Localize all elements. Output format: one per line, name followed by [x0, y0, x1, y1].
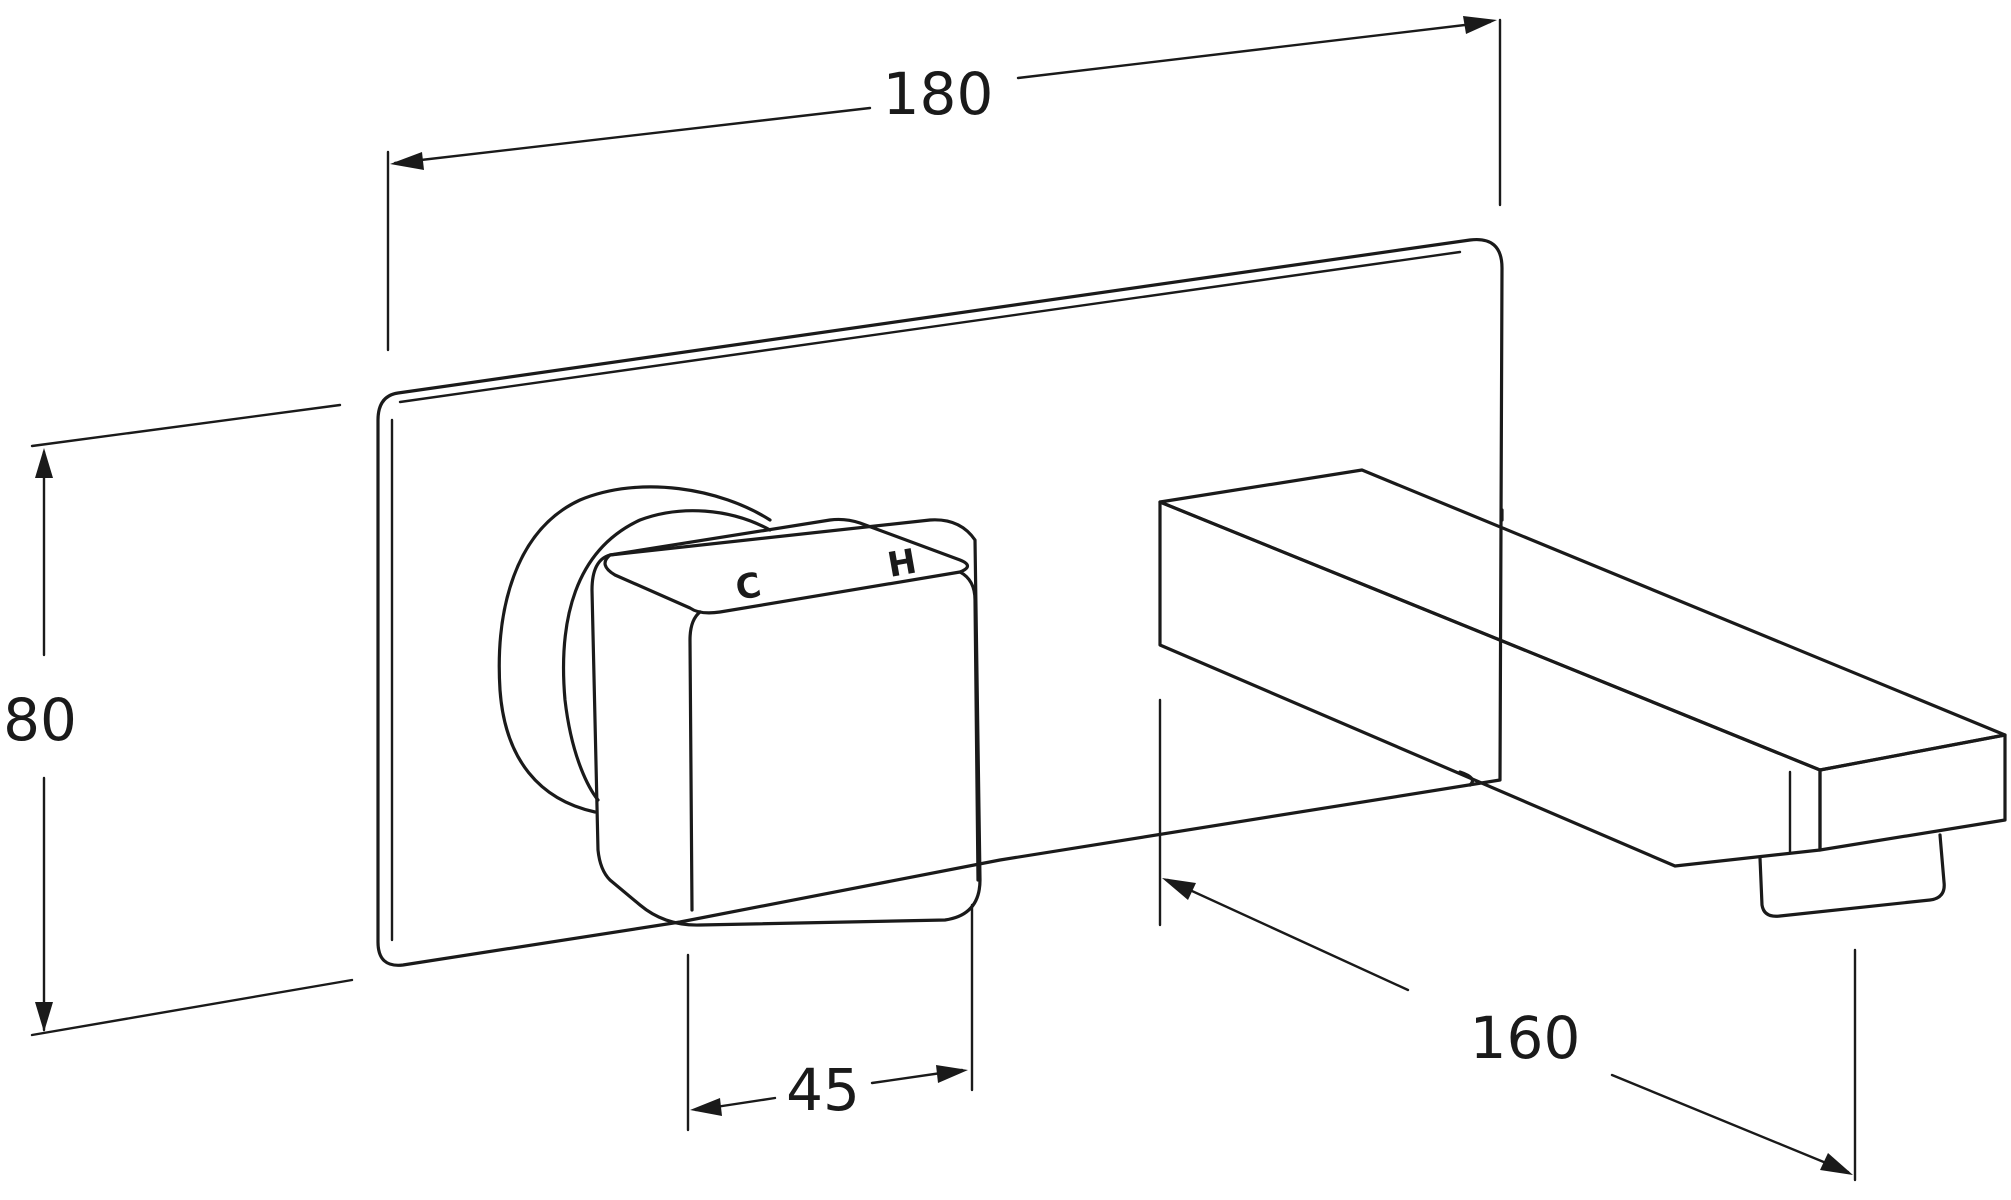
dimension-spout: 160 — [1158, 698, 1857, 1182]
hot-mark: H — [885, 542, 920, 586]
dimension-width: 180 — [386, 16, 1502, 352]
dimension-height: 80 — [3, 403, 354, 1037]
height-label: 80 — [3, 686, 77, 754]
mixer-handle: C H — [497, 485, 982, 927]
handle-label: 45 — [786, 1056, 860, 1124]
spout — [1158, 468, 2007, 918]
width-label: 180 — [883, 60, 994, 128]
cold-mark: C — [733, 565, 765, 609]
wall-plate — [376, 237, 1504, 967]
spout-label: 160 — [1470, 1004, 1581, 1072]
dimension-handle: 45 — [686, 903, 974, 1132]
